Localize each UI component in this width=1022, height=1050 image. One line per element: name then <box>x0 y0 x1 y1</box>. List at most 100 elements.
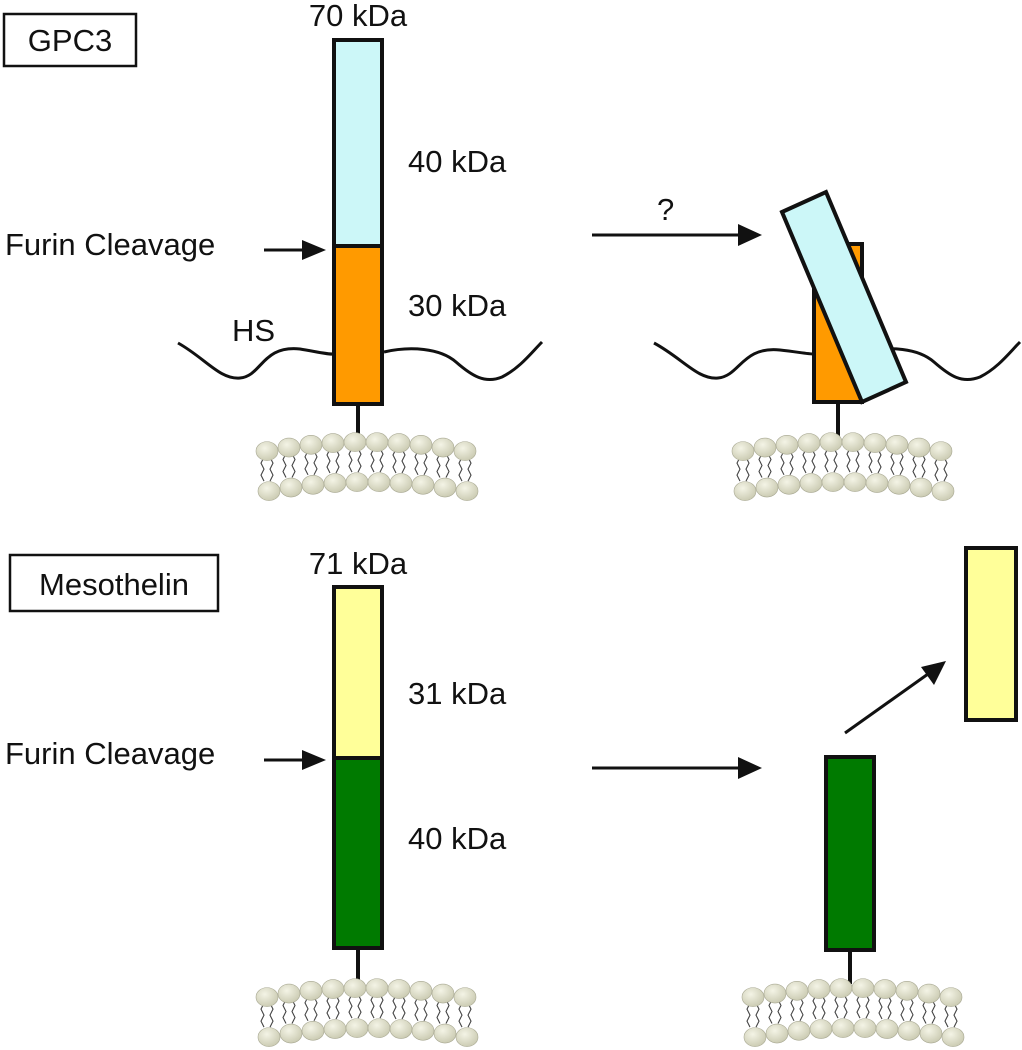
lipid-head <box>865 473 889 493</box>
lipid-tail <box>802 448 816 474</box>
lipid-tail <box>348 447 362 473</box>
lipid-head <box>841 432 865 452</box>
lipid-head <box>343 432 367 452</box>
lipid-head <box>873 979 897 999</box>
lipid-tail <box>436 999 450 1024</box>
lipid-head <box>367 472 391 492</box>
mesothelin-lower-fragment-mass: 40 kDa <box>408 821 507 856</box>
lipid-head <box>409 981 433 1001</box>
lipid-head <box>931 481 955 501</box>
lipid-tail <box>768 999 782 1024</box>
lipid-head <box>277 437 301 458</box>
gpc3-title: GPC3 <box>28 23 112 58</box>
lipid-tail <box>736 456 750 482</box>
lipid-head <box>277 983 301 1004</box>
lipid-head <box>279 1023 303 1044</box>
lipid-head <box>321 433 345 453</box>
lipid-head <box>843 472 867 492</box>
gpc3-panel: GPC3 70 kDa HS 40 kDa 30 kDa Furin Cleav… <box>2 0 1022 501</box>
mesothelin-furin-cleavage-label: Furin Cleavage <box>5 736 215 771</box>
lipid-head <box>387 433 411 453</box>
lipid-tail <box>282 453 296 478</box>
lipid-head <box>821 472 845 492</box>
lipid-head <box>431 437 455 458</box>
lipid-head <box>301 1021 325 1041</box>
lipid-tail <box>436 453 450 478</box>
lipid-tail <box>890 450 904 476</box>
lipid-head <box>785 981 809 1001</box>
lipid-head <box>851 978 875 998</box>
lipid-tail <box>790 996 804 1022</box>
lipid-head <box>885 435 909 455</box>
mesothelin-upper-fragment <box>332 585 384 760</box>
lipid-head <box>323 473 347 493</box>
lipid-tail <box>868 448 882 474</box>
lipid-tail <box>414 450 428 476</box>
lipid-head <box>257 481 281 501</box>
lipid-head <box>829 978 853 998</box>
mesothelin-panel: Mesothelin 71 kDa 31 kDa 40 kDa Furin Cl… <box>5 546 1018 1047</box>
lipid-head <box>389 473 413 493</box>
gpc3-cleaved-membrane <box>731 432 955 501</box>
lipid-head <box>863 433 887 453</box>
lipid-head <box>279 477 303 498</box>
lipid-head <box>743 1027 767 1047</box>
lipid-head <box>939 987 963 1007</box>
lipid-tail <box>878 994 892 1020</box>
lipid-head <box>919 1023 943 1044</box>
lipid-tail <box>326 448 340 474</box>
lipid-head <box>323 1019 347 1039</box>
lipid-head <box>431 983 455 1004</box>
lipid-head <box>345 1018 369 1038</box>
lipid-head <box>733 481 757 501</box>
lipid-head <box>321 979 345 999</box>
lipid-tail <box>414 996 428 1022</box>
gpc3-title-box <box>2 12 138 68</box>
lipid-head <box>345 472 369 492</box>
mesothelin-shedding-arrowhead <box>921 661 946 685</box>
lipid-head <box>453 987 477 1007</box>
gpc3-transition-label: ? <box>657 192 674 227</box>
lipid-head <box>941 1027 965 1047</box>
mesothelin-cleaved-membrane <box>741 978 965 1047</box>
lipid-head <box>455 1027 479 1047</box>
gpc3-furin-cleavage-label: Furin Cleavage <box>5 227 215 262</box>
lipid-head <box>409 435 433 455</box>
lipid-head <box>299 435 323 455</box>
lipid-head <box>763 983 787 1004</box>
gpc3-cleaved-heparan-sulfate-chain <box>653 340 1022 382</box>
lipid-head <box>411 1021 435 1041</box>
lipid-head <box>917 983 941 1004</box>
gpc3-upper-fragment-mass: 40 kDa <box>408 144 507 179</box>
lipid-head <box>433 477 457 498</box>
lipid-tail <box>944 1002 958 1028</box>
mesothelin-transition-arrowhead <box>738 757 762 779</box>
lipid-head <box>411 475 435 495</box>
lipid-head <box>807 979 831 999</box>
lipid-tail <box>834 993 848 1019</box>
lipid-head <box>895 981 919 1001</box>
lipid-head <box>819 432 843 452</box>
lipid-head <box>907 437 931 458</box>
gpc3-lower-fragment <box>332 244 384 406</box>
lipid-head <box>367 1018 391 1038</box>
lipid-head <box>831 1018 855 1038</box>
lipid-head <box>365 978 389 998</box>
lipid-head <box>809 1019 833 1039</box>
lipid-head <box>777 475 801 495</box>
mesothelin-membrane <box>255 978 479 1047</box>
lipid-tail <box>260 456 274 482</box>
lipid-tail <box>758 453 772 478</box>
lipid-tail <box>900 996 914 1022</box>
lipid-tail <box>392 448 406 474</box>
gpc3-total-mass-label: 70 kDa <box>309 0 408 33</box>
lipid-head <box>389 1019 413 1039</box>
mesothelin-shed-fragment <box>964 546 1018 722</box>
lipid-head <box>799 473 823 493</box>
lipid-head <box>299 981 323 1001</box>
gpc3-heparan-sulfate-chain <box>177 340 544 382</box>
lipid-head <box>731 441 755 461</box>
lipid-tail <box>934 456 948 482</box>
gpc3-lower-fragment-mass: 30 kDa <box>408 288 507 323</box>
